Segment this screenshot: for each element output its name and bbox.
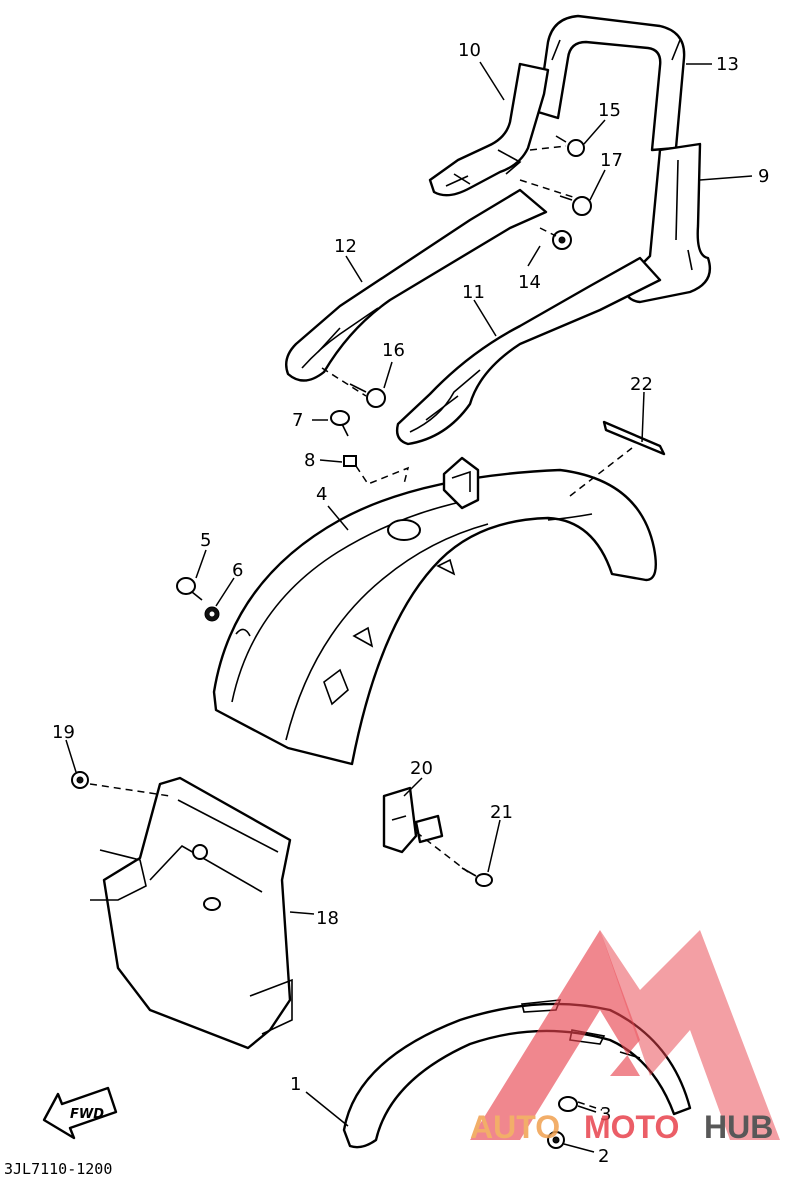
callout-13: 13 (716, 54, 739, 75)
watermark-moto: MOTO (584, 1109, 679, 1145)
nut-part-14 (552, 230, 572, 250)
right-grab-rail-part-11 (395, 256, 662, 446)
callout-5: 5 (200, 530, 211, 551)
fwd-arrow-icon: FWD (42, 1086, 118, 1140)
fastener-part-3 (558, 1096, 578, 1112)
callout-9: 9 (758, 166, 769, 187)
callout-15: 15 (598, 100, 621, 121)
emblem-strip-part-22 (602, 420, 666, 456)
assembly-lines (89, 145, 633, 1111)
bolt-part-19 (71, 771, 89, 789)
callout-17: 17 (600, 150, 623, 171)
callout-20: 20 (410, 758, 433, 779)
nut-part-8 (343, 455, 357, 467)
callout-22: 22 (630, 374, 653, 395)
callout-8: 8 (304, 450, 315, 471)
automotohub-watermark-logo: AUTO MOTO HUB (470, 930, 780, 1145)
callout-4: 4 (316, 484, 327, 505)
left-grab-rail-part-12 (285, 188, 548, 382)
callout-labels: 10 13 15 17 9 12 14 11 16 22 7 8 4 5 6 1… (52, 40, 769, 1167)
callout-7: 7 (292, 410, 303, 431)
rear-fender-part-4 (212, 456, 657, 766)
watermark-auto: AUTO (470, 1109, 560, 1145)
bolt-part-17 (559, 195, 592, 216)
callout-14: 14 (518, 272, 541, 293)
fwd-label: FWD (70, 1107, 104, 1122)
inner-cover-part-18 (90, 776, 293, 1050)
bolt-part-5 (176, 577, 203, 601)
bolt-part-16 (349, 383, 386, 408)
bolt-part-15 (555, 135, 585, 157)
callout-3: 3 (600, 1104, 611, 1125)
callout-12: 12 (334, 236, 357, 257)
callout-19: 19 (52, 722, 75, 743)
nut-part-6 (204, 606, 220, 622)
callout-16: 16 (382, 340, 405, 361)
callout-11: 11 (462, 282, 485, 303)
backrest-bar-part-13 (536, 14, 686, 152)
leader-lines (65, 61, 753, 1153)
callout-10: 10 (458, 40, 481, 61)
screw-part-21 (461, 867, 493, 887)
callout-21: 21 (490, 802, 513, 823)
nut-part-2 (547, 1131, 565, 1149)
callout-2: 2 (598, 1146, 609, 1167)
light-bracket-part-20 (382, 786, 444, 854)
watermark-hub: HUB (704, 1109, 773, 1145)
callout-18: 18 (316, 908, 339, 929)
bolt-part-7 (330, 410, 350, 437)
left-bracket-part-10 (428, 62, 550, 197)
callout-6: 6 (232, 560, 243, 581)
callout-1: 1 (290, 1074, 301, 1095)
part-code: 3JL7110-1200 (4, 1160, 112, 1178)
